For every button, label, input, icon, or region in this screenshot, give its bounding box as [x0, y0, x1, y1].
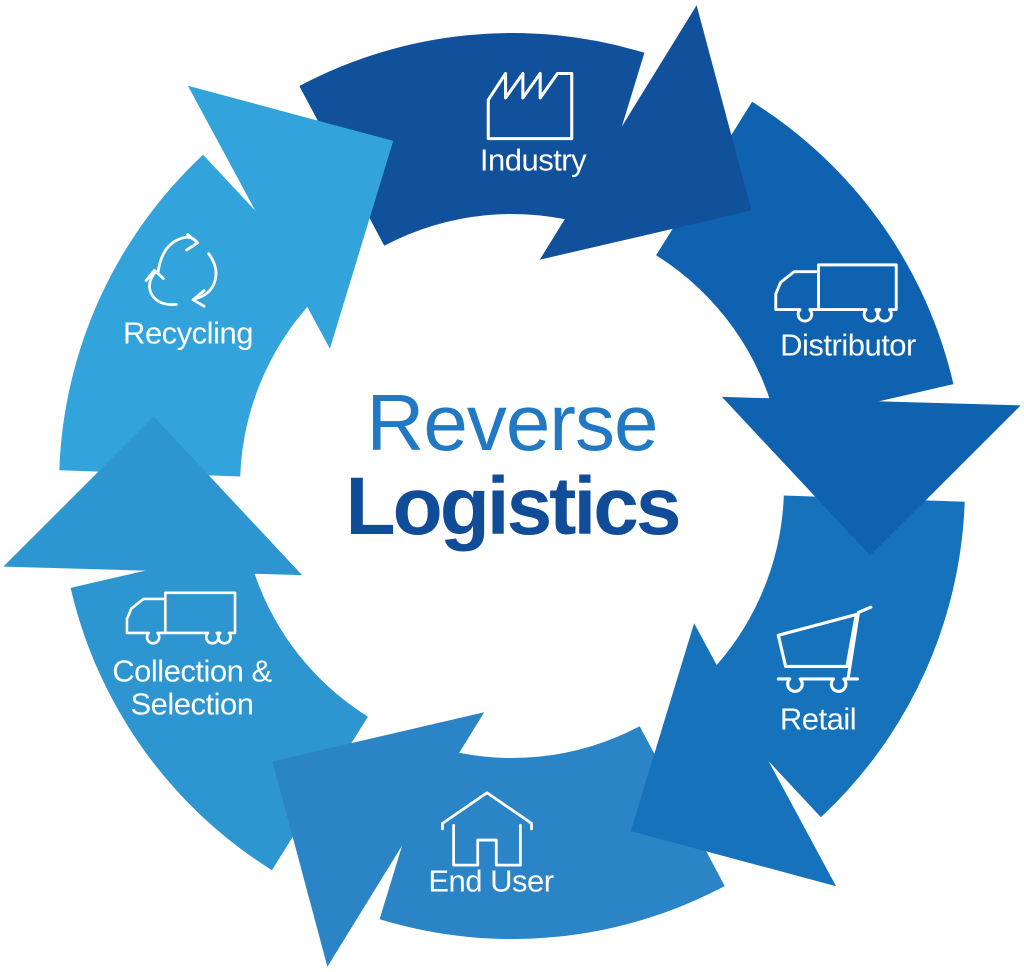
segment-arrowhead-recycling: [187, 85, 394, 349]
segment-arc-retail: [697, 495, 965, 818]
segment-arrowhead-end-user: [272, 712, 485, 967]
segment-arc-end-user: [379, 726, 725, 940]
segment-arrowhead-retail: [630, 623, 837, 887]
segment-arrowhead-distributor: [721, 396, 1021, 556]
segment-arrowhead-industry: [539, 5, 752, 260]
segment-arc-recycling: [59, 154, 327, 477]
segment-arc-industry: [299, 32, 645, 246]
segment-arrowhead-collection-selection: [3, 416, 303, 576]
